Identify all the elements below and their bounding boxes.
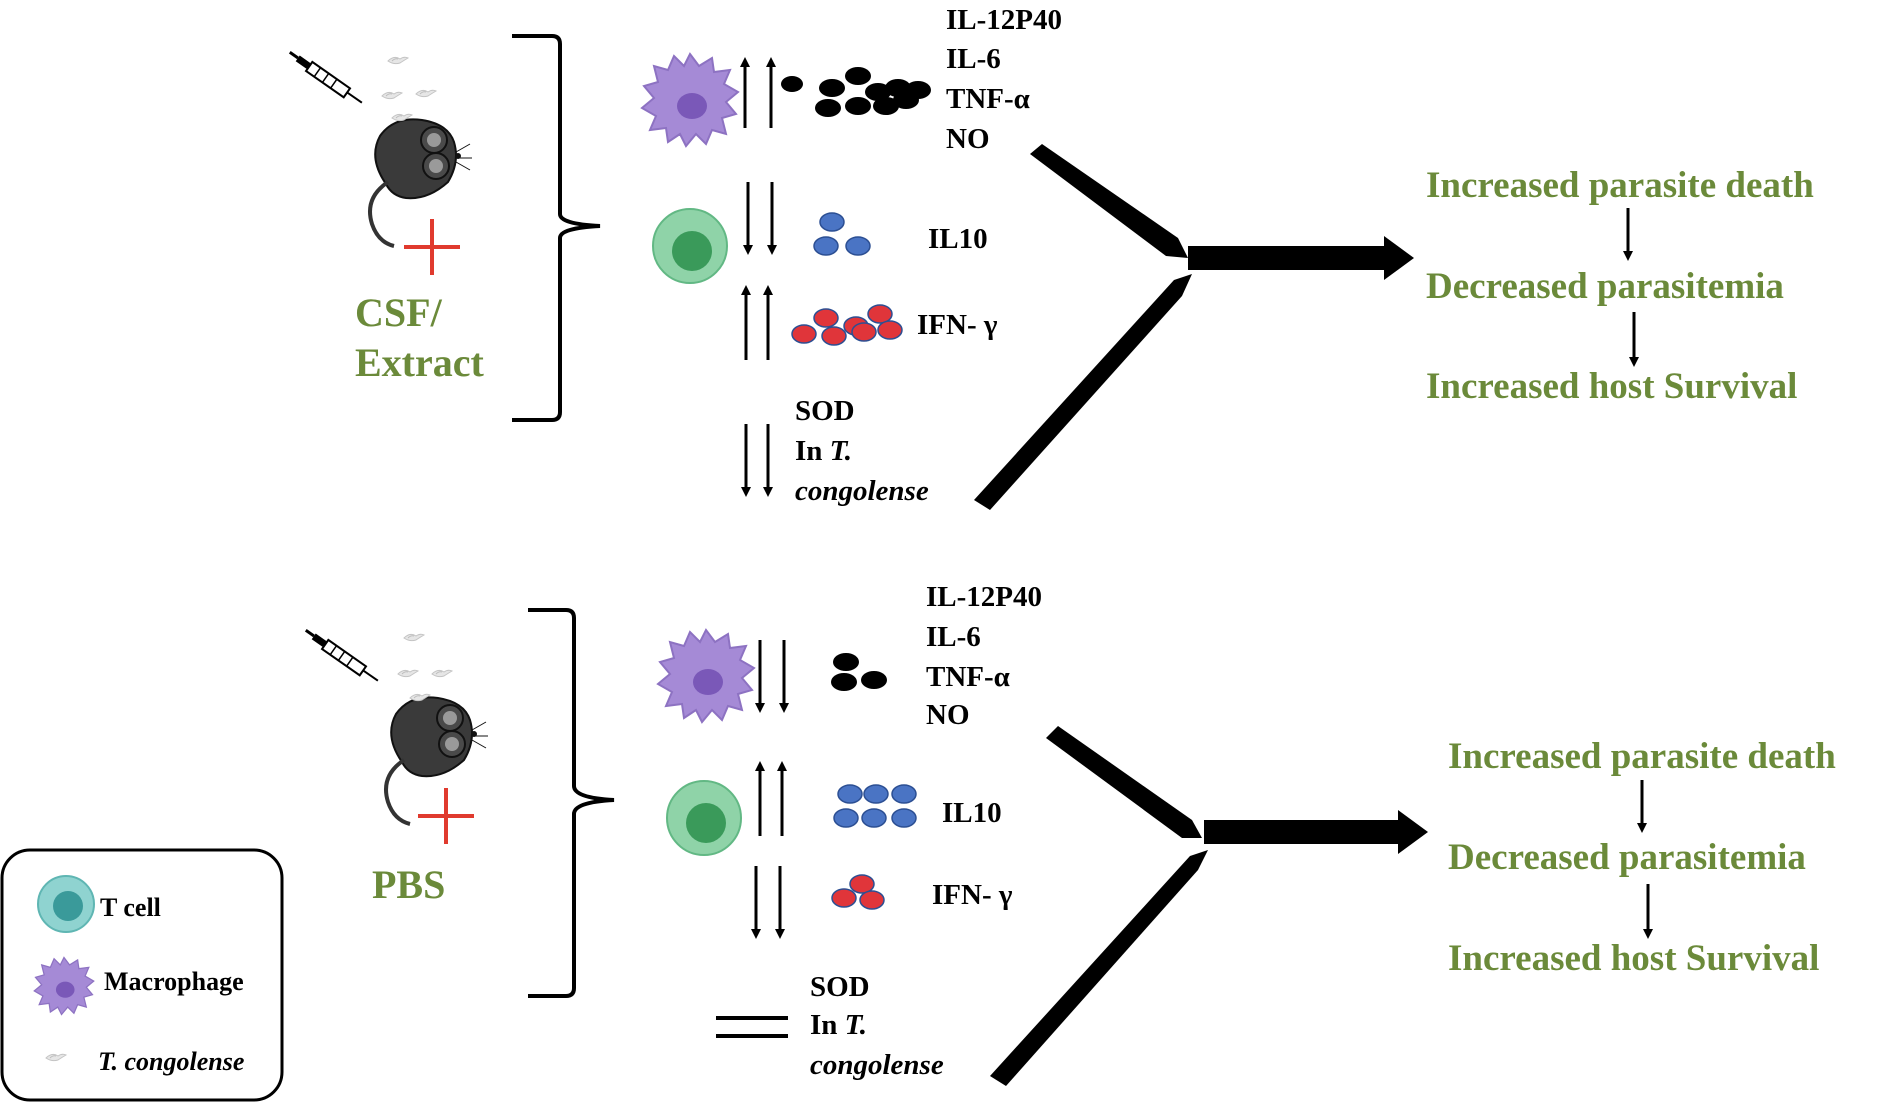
il10-dots: [813, 212, 871, 256]
equal-sign: [716, 1016, 788, 1038]
outcome-text: Increased parasite death: [1448, 736, 1836, 777]
legend-item-label: T cell: [100, 893, 161, 922]
outcome-text: Increased host Survival: [1448, 938, 1819, 979]
cytokine-label: IL-12P40: [946, 4, 1062, 36]
il10-label: IL10: [942, 797, 1002, 829]
il10-label: IL10: [928, 223, 988, 255]
mouse-icon: [284, 46, 474, 249]
down-arrows: [743, 182, 777, 255]
sod-label: SOD: [795, 395, 855, 427]
ifn-dots: [831, 874, 885, 910]
ifn-dots: [791, 304, 903, 346]
cytokine-label: TNF-α: [946, 83, 1030, 115]
ifn-label: IFN- γ: [932, 879, 1013, 911]
sod-organism-name: congolense: [810, 1049, 944, 1081]
converging-arrows: [990, 726, 1428, 1086]
legend-tcell-icon: [37, 875, 95, 933]
parasite-icon: [397, 633, 453, 702]
cytokine-label: IL-6: [926, 621, 981, 653]
cytokine-label: TNF-α: [926, 661, 1010, 693]
plus-icon: [416, 786, 476, 846]
cytokine-dots: [781, 67, 931, 117]
down-arrows: [751, 866, 785, 939]
brace: [528, 608, 615, 998]
up-arrows: [755, 761, 787, 836]
brace: [512, 34, 601, 422]
ifn-label: IFN- γ: [917, 309, 998, 341]
sod-organism-name: congolense: [795, 475, 929, 507]
up-arrows: [740, 57, 776, 128]
down-arrows: [741, 424, 773, 497]
cytokine-label: IL-6: [946, 43, 1001, 75]
cytokine-dots: [831, 653, 887, 691]
sod-organism-line: In T.: [795, 435, 852, 467]
treatment-label-line1: CSF/: [355, 290, 443, 335]
legend-item-label: T. congolense: [98, 1047, 244, 1076]
down-arrows: [755, 640, 789, 713]
plus-icon: [402, 217, 462, 277]
outcome-text: Increased host Survival: [1426, 366, 1797, 407]
treatment-label: PBS: [372, 862, 445, 907]
mouse-icon: [300, 624, 490, 826]
legend: T cell Macrophage T. congolense: [0, 848, 284, 1102]
parasite-icon: [381, 56, 437, 122]
sod-organism-line: In T.: [810, 1009, 867, 1041]
up-arrows: [741, 285, 773, 360]
outcome-text: Decreased parasitemia: [1426, 266, 1784, 307]
macrophage-icon: [657, 629, 755, 723]
top-panel: CSF/ Extract IL-12P40 IL-6 TNF-α NO: [284, 4, 1814, 510]
outcome-text: Increased parasite death: [1426, 165, 1814, 206]
cytokine-label: NO: [946, 123, 990, 155]
cytokine-label: NO: [926, 699, 970, 731]
legend-item-label: Macrophage: [104, 967, 244, 996]
cytokine-label: IL-12P40: [926, 581, 1042, 613]
macrophage-icon: [641, 53, 739, 147]
tcell-icon: [652, 208, 728, 284]
il10-dots: [833, 784, 917, 828]
tcell-icon: [666, 780, 742, 856]
converging-arrows: [974, 144, 1414, 510]
sod-label: SOD: [810, 971, 870, 1003]
bottom-panel: PBS IL-12P40 IL-6 TNF-α NO IL10: [300, 581, 1836, 1086]
outcome-text: Decreased parasitemia: [1448, 837, 1806, 878]
treatment-label-line2: Extract: [355, 340, 485, 385]
